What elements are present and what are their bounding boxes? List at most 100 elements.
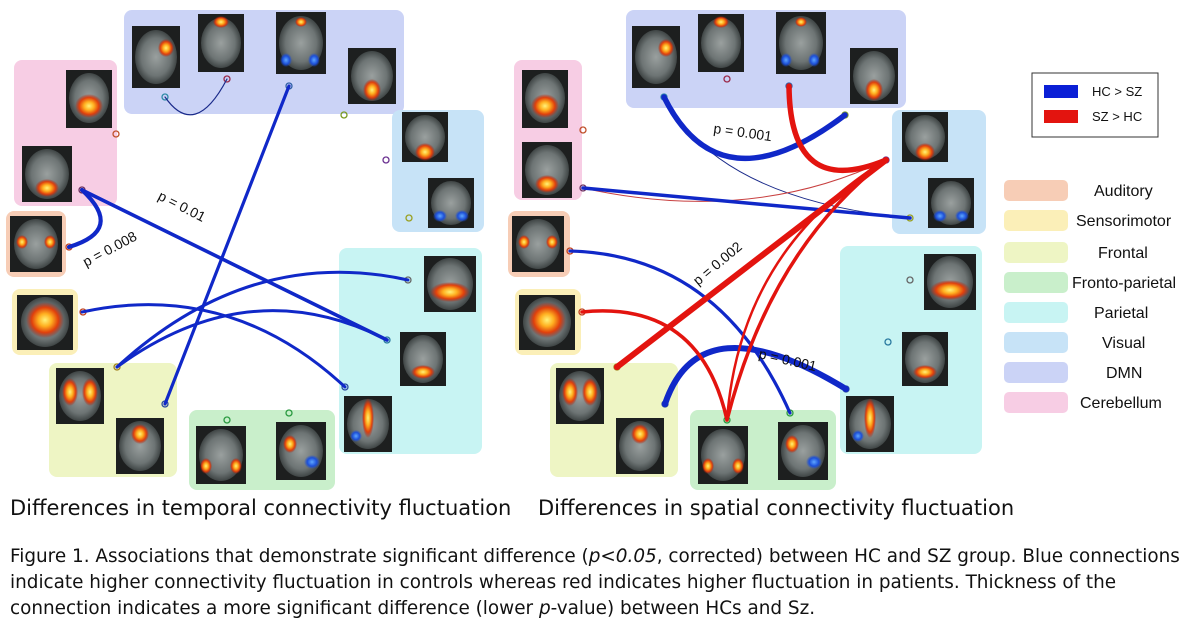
connection-sz: [725, 158, 888, 422]
connection-hc: [581, 186, 912, 220]
brain-image: [132, 26, 180, 88]
left-connections: [66, 78, 410, 406]
brain-image: [17, 295, 73, 350]
dmn-box: [626, 10, 906, 108]
node: [113, 363, 121, 371]
right-panel-title: Differences in spatial connectivity fluc…: [538, 496, 1015, 520]
color-legend-box: [1031, 72, 1159, 138]
brain-image: [10, 216, 62, 272]
connection-hc: [115, 270, 410, 369]
node: [223, 75, 231, 83]
caption-suffix: -value) between HCs and Sz.: [550, 598, 816, 619]
network-legend-label: DMN: [1106, 365, 1142, 382]
brain-image: [698, 426, 748, 484]
right-connections: [568, 83, 912, 422]
network-legend-label: Visual: [1102, 335, 1145, 352]
brain-image: [698, 14, 744, 72]
brain-image: [522, 70, 568, 128]
brain-image: [198, 14, 244, 72]
brain-image: [846, 396, 894, 452]
brain-image: [66, 70, 112, 128]
figure-caption: Figure 1. Associations that demonstrate …: [10, 544, 1195, 622]
p-label: p = 0.002: [690, 238, 745, 288]
node: [906, 276, 914, 284]
network-swatch-fronto-parietal: [1004, 272, 1068, 293]
brain-thumbnails: [512, 12, 976, 484]
caption-p: p: [538, 598, 551, 619]
p-label: p = 0.008: [80, 228, 140, 270]
caption-middle: , corrected) between HC and SZ group. Bl…: [10, 546, 1180, 619]
network-legend-label: Fronto-parietal: [1072, 275, 1176, 292]
brain-image: [902, 332, 948, 386]
node: [112, 130, 120, 138]
connection-sz: [725, 158, 888, 422]
node: [723, 75, 731, 83]
network-swatch-dmn: [1004, 362, 1068, 383]
brain-image: [632, 26, 680, 88]
node: [884, 338, 892, 346]
color-legend-label: SZ > HC: [1092, 109, 1142, 124]
network-legend-label: Frontal: [1098, 245, 1148, 262]
brain-image: [778, 422, 828, 480]
network-swatch-cerebellum: [1004, 392, 1068, 413]
network-swatch-parietal: [1004, 302, 1068, 323]
connection-hc: [662, 345, 849, 407]
brain-image: [116, 418, 164, 474]
network-legend-label: Parietal: [1094, 305, 1148, 322]
network-swatch-auditory: [1004, 180, 1068, 201]
p-label: p = 0.01: [156, 187, 209, 225]
brain-image: [924, 254, 976, 310]
brain-image: [928, 178, 974, 228]
brain-image: [402, 112, 448, 162]
color-swatch-sz: [1044, 110, 1078, 123]
network-legend: Auditory Sensorimotor Frontal Fronto-par…: [1004, 180, 1176, 413]
connection-hc: [568, 249, 792, 415]
brain-image: [276, 12, 326, 74]
brain-image: [776, 12, 826, 74]
brain-image: [400, 332, 446, 386]
connection-sz: [614, 157, 889, 370]
p-label: p = 0.001: [713, 120, 774, 144]
network-legend-label: Sensorimotor: [1076, 213, 1172, 230]
brain-image: [22, 146, 72, 202]
connectivity-diagram: p = 0.01 p = 0.008: [6, 10, 1176, 490]
connection-sz: [786, 83, 889, 174]
caption-prefix: Figure 1. Associations that demonstrate …: [10, 546, 589, 567]
right-panel: p = 0.001 p = 0.002 p = 0.001: [508, 10, 986, 490]
node: [223, 416, 231, 424]
node: [382, 156, 390, 164]
network-swatch-visual: [1004, 332, 1068, 353]
connection-hc: [66, 187, 103, 250]
brain-image: [850, 48, 898, 104]
connection-hc: [661, 94, 848, 162]
brain-image: [424, 256, 476, 312]
brain-image: [556, 368, 604, 424]
network-legend-label: Cerebellum: [1080, 395, 1162, 412]
brain-image: [344, 396, 392, 452]
connection-hc: [80, 188, 389, 342]
connection-hc: [163, 84, 291, 406]
connection-hc: [164, 78, 228, 116]
node: [579, 126, 587, 134]
node: [405, 214, 413, 222]
connection-hc: [80, 303, 347, 389]
node: [161, 93, 169, 101]
caption-p-value: p<0.05: [588, 546, 657, 567]
dmn-box: [124, 10, 404, 114]
network-legend-label: Auditory: [1094, 183, 1153, 200]
left-panel: p = 0.01 p = 0.008: [6, 10, 484, 490]
brain-image: [519, 295, 575, 350]
brain-image: [348, 48, 396, 104]
connection-sz: [580, 309, 729, 422]
brain-image: [522, 142, 572, 198]
node: [341, 383, 349, 391]
network-swatch-sensorimotor: [1004, 210, 1068, 231]
brain-image: [902, 112, 948, 162]
connection-hc: [115, 309, 389, 369]
color-legend-label: HC > SZ: [1092, 84, 1142, 99]
brain-image: [56, 368, 104, 424]
network-swatch-frontal: [1004, 242, 1068, 263]
node: [340, 111, 348, 119]
connection-sz: [582, 159, 887, 202]
color-legend: HC > SZ SZ > HC: [1031, 72, 1159, 138]
